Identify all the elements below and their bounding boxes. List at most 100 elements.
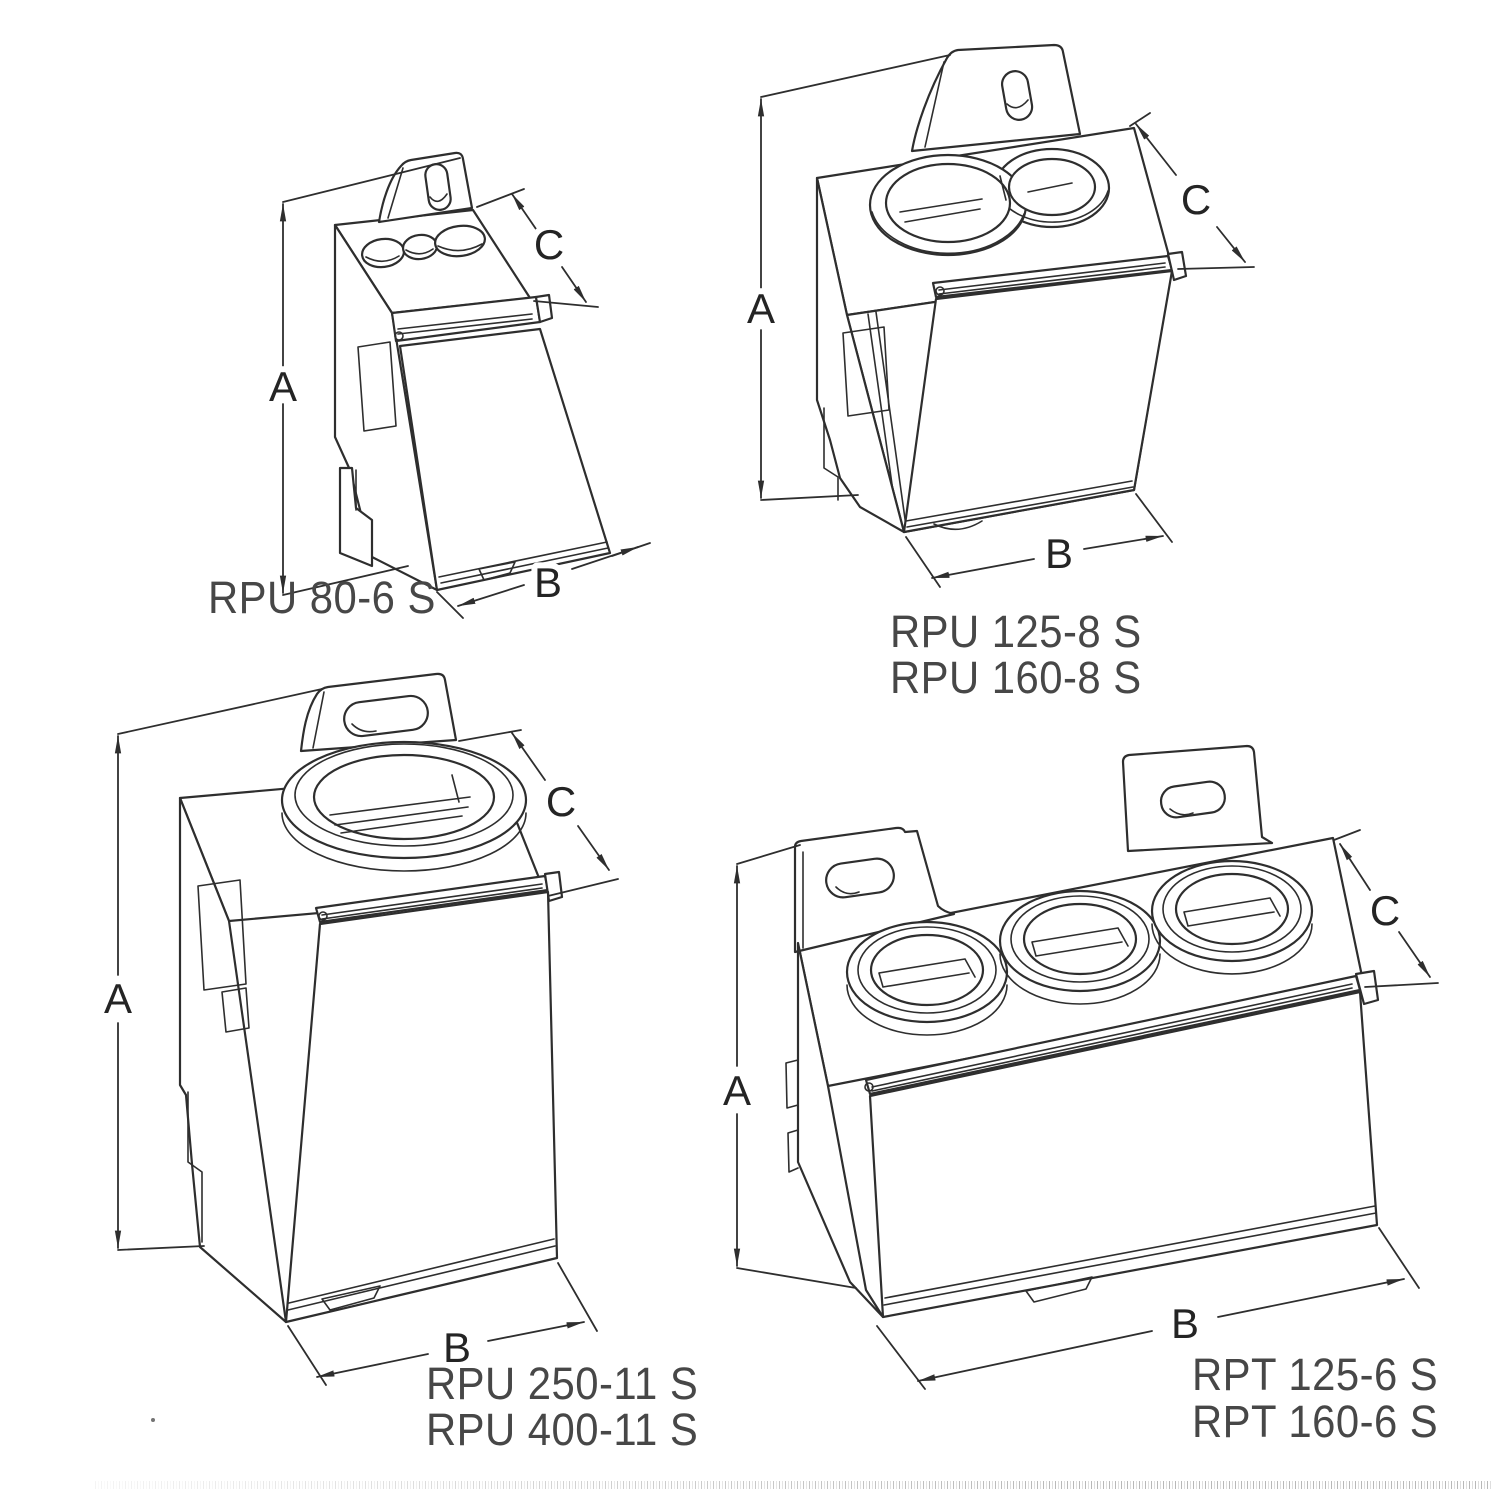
- collar-1-slot: [878, 958, 976, 988]
- dim-c-line-upper: [1135, 123, 1177, 176]
- cover-bottom-lip: [287, 1238, 556, 1311]
- dim-a-extensions: [282, 157, 461, 596]
- cover-bottom-tab: [1025, 1276, 1093, 1303]
- clamp-groove: [938, 262, 1166, 295]
- clamp-groove: [871, 983, 1353, 1092]
- left-face: [178, 796, 288, 1324]
- collar-base-arc: [281, 812, 527, 872]
- clamp-hinge: [318, 911, 328, 921]
- product-label-line2: RPU 400-11 S: [426, 1406, 698, 1456]
- din-foot-details: [187, 1091, 203, 1243]
- dim-a-extensions: [760, 54, 951, 501]
- dim-c-extensions: [458, 729, 619, 897]
- collar-slot-details: [899, 175, 1073, 223]
- dim-letter-a: A: [747, 285, 775, 332]
- dim-b-extensions: [905, 493, 1173, 588]
- bracket-right-hole-shadow: [1169, 808, 1194, 816]
- bracket-hole-shadow: [429, 193, 448, 203]
- clamp-hinge: [394, 331, 404, 341]
- cover-bottom-lip: [905, 480, 1134, 528]
- bracket-hole-shadow: [351, 723, 377, 733]
- product-label-line1: RPU 250-11 S: [426, 1360, 698, 1410]
- collar-1-rim: [857, 926, 997, 1014]
- collar-2-slot: [1031, 927, 1129, 957]
- dim-b-line-left: [931, 558, 1035, 579]
- dim-b-extensions: [876, 1227, 1420, 1390]
- left-face-recess: [842, 326, 890, 417]
- product-label-line1: RPT 125-6 S: [1192, 1351, 1438, 1401]
- front-cover: [902, 269, 1174, 534]
- bracket-right-slot-hole: [1159, 780, 1226, 819]
- bracket-slot-hole: [1000, 70, 1034, 121]
- dim-letter-a: A: [104, 975, 132, 1022]
- product-label-line2: RPT 160-6 S: [1192, 1398, 1438, 1448]
- cover-bottom-lip: [883, 1205, 1377, 1306]
- cover-bottom-lip: [438, 541, 609, 584]
- product-label: RPU 80-6 S: [208, 574, 436, 624]
- bracket-fold-line: [312, 691, 325, 749]
- bracket-fold-line: [387, 167, 404, 219]
- dim-c-line-upper: [511, 732, 546, 781]
- clamp-groove: [397, 313, 533, 335]
- dim-letter-b: B: [534, 559, 562, 606]
- dim-c-line-lower: [1398, 931, 1431, 978]
- collar-3-opening: [1174, 872, 1290, 946]
- dim-letter-b: B: [443, 1324, 471, 1371]
- front-cover: [398, 327, 612, 592]
- dim-b-line-right: [1217, 1278, 1405, 1318]
- bracket-left-hole-shadow: [835, 886, 860, 895]
- clamp-ear: [534, 293, 554, 324]
- ink-speck: [151, 1418, 155, 1422]
- product-label-line2: RPU 160-8 S: [890, 654, 1142, 704]
- dim-a-extensions: [117, 688, 323, 1251]
- collar-2-opening: [1022, 902, 1138, 976]
- dim-c-line-upper: [1339, 843, 1371, 891]
- left-face-recess: [357, 341, 397, 432]
- dim-letter-a: A: [723, 1067, 751, 1114]
- din-foot-details: [823, 407, 839, 501]
- cover-bottom-tab: [933, 520, 983, 531]
- collar-3-base-arc: [1151, 923, 1313, 975]
- din-rail-foot: [338, 466, 374, 568]
- clamp-hinge: [864, 1082, 874, 1092]
- dim-c-extensions: [1333, 829, 1439, 988]
- dim-c-extensions: [476, 188, 599, 308]
- front-cover: [284, 890, 559, 1324]
- dim-b-line-left: [316, 1353, 429, 1378]
- drawing-rpu-80-6-s: A B C RPU 80-6 S: [208, 151, 651, 624]
- dim-c-line-lower: [561, 266, 587, 303]
- dim-b-line-left: [917, 1330, 1153, 1382]
- collar-2-base-arc: [999, 953, 1161, 1005]
- collar-slot-details: [329, 774, 471, 834]
- dim-c-extensions: [1129, 112, 1255, 270]
- collar-rim: [294, 743, 514, 847]
- collar-2-rim: [1010, 895, 1150, 983]
- dim-letter-c: C: [1181, 176, 1211, 223]
- dim-letter-b: B: [1045, 530, 1073, 577]
- dim-letter-c: C: [546, 778, 576, 825]
- collar-1-base-arc: [846, 984, 1008, 1036]
- left-face-tab: [221, 987, 250, 1033]
- bracket-fold-line: [924, 61, 945, 148]
- drawing-rpu-125-8-s: A B C RPU 125-8 S RPU 160-8 S: [741, 43, 1255, 704]
- dim-c-line-lower: [577, 825, 610, 871]
- dim-c-line-lower: [1216, 226, 1246, 263]
- cover-bottom-tab: [321, 1285, 381, 1311]
- dim-b-line-right: [571, 546, 639, 570]
- dim-c-line-upper: [511, 193, 537, 230]
- drawing-rpu-250-11-s: A B C RPU 250-11 S RPU 400-11 S: [98, 672, 698, 1456]
- bracket-left-slot-hole: [825, 857, 895, 899]
- left-face-recess: [197, 879, 247, 991]
- collar-3-rim: [1162, 865, 1302, 953]
- dim-letter-b: B: [1171, 1300, 1199, 1347]
- clamp-groove: [321, 883, 543, 920]
- dim-letter-a: A: [269, 363, 297, 410]
- bracket-slot-hole: [343, 694, 429, 738]
- dim-b-line-right: [1083, 535, 1164, 550]
- collar-left-opening: [884, 162, 1012, 244]
- dim-a-extensions: [736, 844, 857, 1289]
- din-foot-hooks: [785, 1059, 799, 1173]
- drawing-rpt-125-6-s: A B C RPT 125-6 S RPT 160-6 S: [717, 744, 1439, 1448]
- mounting-bracket: [910, 43, 1082, 153]
